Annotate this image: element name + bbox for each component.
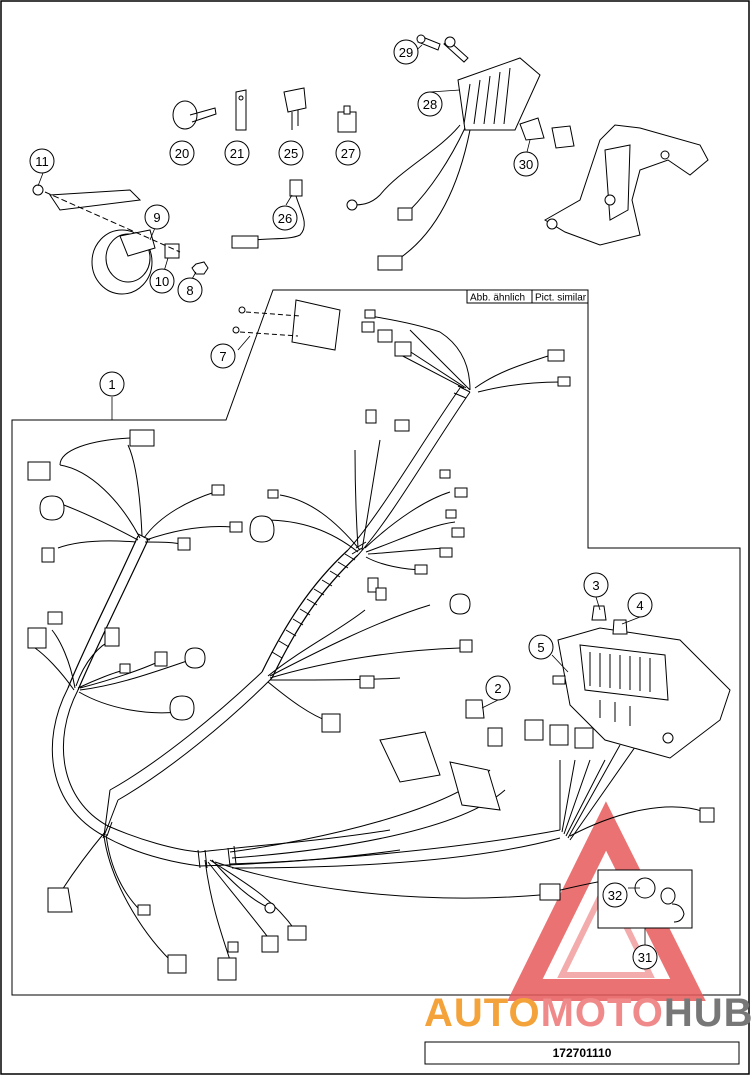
callout-32: 32: [602, 882, 628, 908]
harness-frame: [11, 289, 741, 996]
callouts: 1 2 3 4 5 7 8 9: [29, 39, 658, 970]
callout-30-label: 30: [519, 157, 533, 172]
note-english: Pict. similar: [535, 293, 587, 304]
callout-21-label: 21: [230, 146, 244, 161]
logo-part-moto: MOTO: [541, 991, 664, 1035]
callout-1-label: 1: [108, 377, 115, 392]
frame-bracket: [544, 124, 709, 246]
callout-11-label: 11: [35, 154, 49, 169]
leader-lines: [37, 44, 646, 946]
callout-9-label: 9: [153, 210, 160, 225]
similar-note: Abb. ähnlich Pict. similar: [466, 289, 589, 304]
cable-tie: [172, 100, 217, 130]
connectors: [27, 309, 715, 981]
part-code: 172701110: [553, 1046, 612, 1060]
clips: [519, 117, 575, 149]
callout-30: 30: [513, 151, 539, 177]
svg-text:AUTOMOTOHUB: AUTOMOTOHUB: [424, 991, 752, 1035]
holder-clip: [235, 89, 247, 131]
callout-10-label: 10: [155, 274, 169, 289]
callout-26: 26: [272, 205, 298, 231]
callout-7: 7: [210, 343, 236, 369]
callout-29: 29: [393, 39, 419, 65]
callout-21: 21: [224, 140, 250, 166]
callout-5-label: 5: [537, 640, 544, 655]
mounting-bracket: [232, 299, 341, 351]
callout-4: 4: [627, 592, 653, 618]
relay-part: [337, 105, 357, 133]
callout-11: 11: [29, 148, 55, 174]
screws: [416, 34, 469, 63]
callout-28-label: 28: [423, 97, 437, 112]
note-german: Abb. ähnlich: [470, 293, 525, 304]
logo-part-hub: HUB: [664, 991, 752, 1035]
callout-8: 8: [177, 277, 203, 303]
watermark-logo: AUTOMOTOHUB: [424, 991, 752, 1035]
callout-1: 1: [99, 371, 125, 397]
callout-5: 5: [528, 634, 554, 660]
callout-20: 20: [169, 140, 195, 166]
callout-27: 27: [335, 140, 361, 166]
callout-31-label: 31: [638, 950, 652, 965]
callout-25: 25: [278, 140, 304, 166]
callout-7-label: 7: [219, 349, 226, 364]
callout-29-label: 29: [399, 45, 413, 60]
callout-31: 31: [632, 944, 658, 970]
voltage-regulator: [346, 57, 541, 271]
callout-3: 3: [583, 572, 609, 598]
callout-25-label: 25: [284, 146, 298, 161]
logo-part-auto: AUTO: [424, 991, 541, 1035]
callout-27-label: 27: [341, 146, 355, 161]
callout-20-label: 20: [175, 146, 189, 161]
callout-9: 9: [144, 204, 170, 230]
callout-8-label: 8: [186, 283, 193, 298]
callout-2: 2: [485, 675, 511, 701]
callout-10: 10: [149, 268, 175, 294]
wiring-harness: [34, 315, 706, 961]
callout-26-label: 26: [278, 211, 292, 226]
part-code-box: 172701110: [424, 1041, 740, 1065]
cable-part: [231, 179, 305, 249]
horn-assembly: [32, 184, 209, 295]
callout-2-label: 2: [494, 681, 501, 696]
callout-3-label: 3: [592, 578, 599, 593]
fuse-box: [552, 627, 731, 759]
callout-28: 28: [417, 91, 443, 117]
plug-part: [283, 87, 307, 130]
callout-32-label: 32: [608, 888, 622, 903]
callout-4-label: 4: [636, 598, 643, 613]
